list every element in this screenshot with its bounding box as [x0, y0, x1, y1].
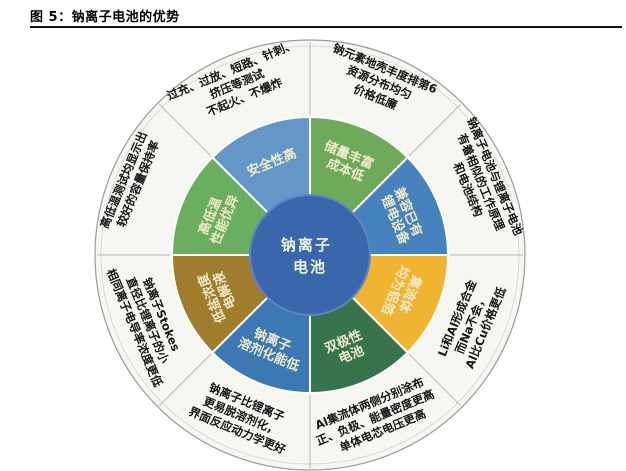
center-circle [249, 194, 371, 316]
title-underline [30, 26, 622, 28]
ring-divider [159, 353, 212, 406]
figure-title: 图 5：钠离子电池的优势 [30, 10, 180, 25]
ring-divider [408, 353, 461, 406]
ring-divider [408, 104, 461, 157]
ring-divider [159, 104, 212, 157]
center-label: 钠离子 电池 [281, 236, 339, 276]
ring-dividers [97, 42, 523, 468]
